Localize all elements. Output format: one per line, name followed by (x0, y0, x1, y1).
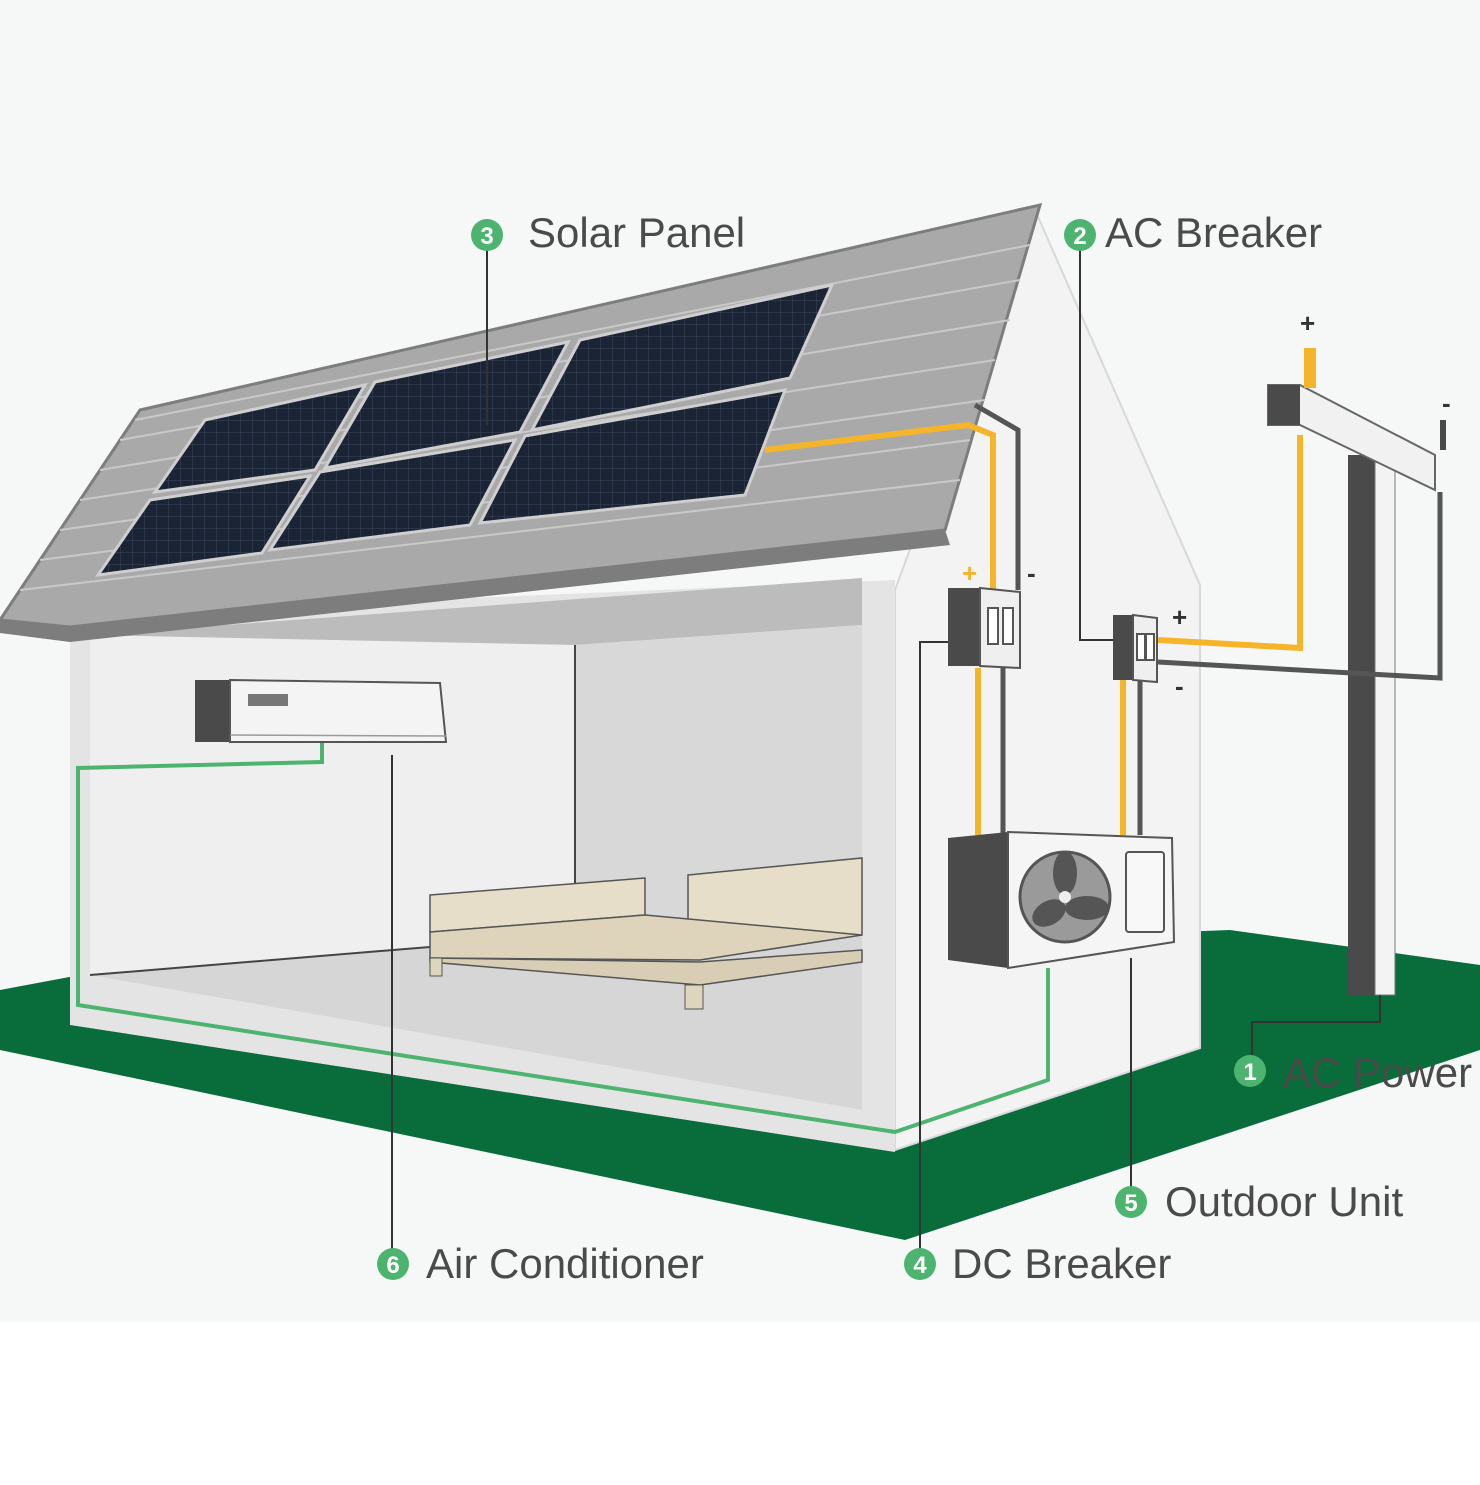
svg-text:1: 1 (1243, 1059, 1256, 1086)
ac-power-positive-wire (1157, 435, 1303, 652)
ac-power-negative-wire (1157, 492, 1443, 681)
solar-panel-array (94, 282, 835, 577)
badge-3-icon (471, 219, 503, 251)
svg-text:Solar Panel: Solar Panel (528, 209, 745, 256)
badge-4-icon (904, 1248, 936, 1280)
solar-panel (322, 339, 571, 471)
solar-panel (267, 438, 518, 552)
svg-text:+: + (1172, 602, 1187, 632)
dc-positive-wire (764, 421, 996, 592)
leader-lines (391, 245, 1381, 1250)
svg-text:4: 4 (913, 1252, 927, 1279)
svg-text:6: 6 (386, 1252, 399, 1279)
indoor-outdoor-link (76, 742, 1050, 1135)
room-back-wall (575, 625, 862, 935)
svg-text:Air Conditioner: Air Conditioner (426, 1240, 704, 1287)
svg-text:-: - (1442, 388, 1451, 418)
svg-text:5: 5 (1124, 1190, 1137, 1217)
label-air-conditioner: 6 Air Conditioner (377, 1240, 704, 1287)
badge-5-icon (1115, 1186, 1147, 1218)
svg-text:-: - (1175, 671, 1184, 701)
svg-text:2: 2 (1073, 223, 1086, 250)
dc-negative-wire (973, 402, 1021, 590)
badge-6-icon (377, 1248, 409, 1280)
label-dc-breaker: 4 DC Breaker (904, 1240, 1171, 1287)
svg-text:AC Breaker: AC Breaker (1105, 209, 1322, 256)
outdoor-unit (948, 830, 1176, 970)
sofa (429, 857, 863, 1010)
wiring (76, 402, 1443, 1135)
svg-text:DC Breaker: DC Breaker (952, 1240, 1171, 1287)
solar-panel (529, 282, 835, 433)
indoor-ac-unit (195, 678, 448, 743)
solar-panel (94, 474, 313, 577)
dc-breaker (948, 586, 1021, 670)
label-ac-power: 1 AC Power (1234, 1049, 1472, 1096)
svg-text:+: + (1300, 308, 1315, 338)
polarity-signs: + - + - + - (962, 308, 1451, 701)
solar-panel (477, 388, 788, 525)
ac-power-pole (1267, 348, 1446, 996)
ac-breaker (1113, 613, 1158, 684)
roof-eave (0, 530, 950, 642)
label-outdoor-unit: 5 Outdoor Unit (1115, 1178, 1403, 1225)
label-ac-breaker: 2 AC Breaker (1064, 209, 1322, 256)
room-ceiling (90, 578, 862, 645)
svg-text:-: - (1027, 558, 1036, 588)
svg-text:AC Power: AC Power (1283, 1049, 1472, 1096)
svg-text:Outdoor Unit: Outdoor Unit (1165, 1178, 1403, 1225)
solar-panel (151, 382, 369, 494)
badge-2-icon (1064, 219, 1096, 251)
badge-1-icon (1234, 1055, 1266, 1087)
label-solar-panel: 3 Solar Panel (471, 209, 745, 256)
svg-text:+: + (962, 558, 977, 588)
svg-text:3: 3 (480, 223, 493, 250)
